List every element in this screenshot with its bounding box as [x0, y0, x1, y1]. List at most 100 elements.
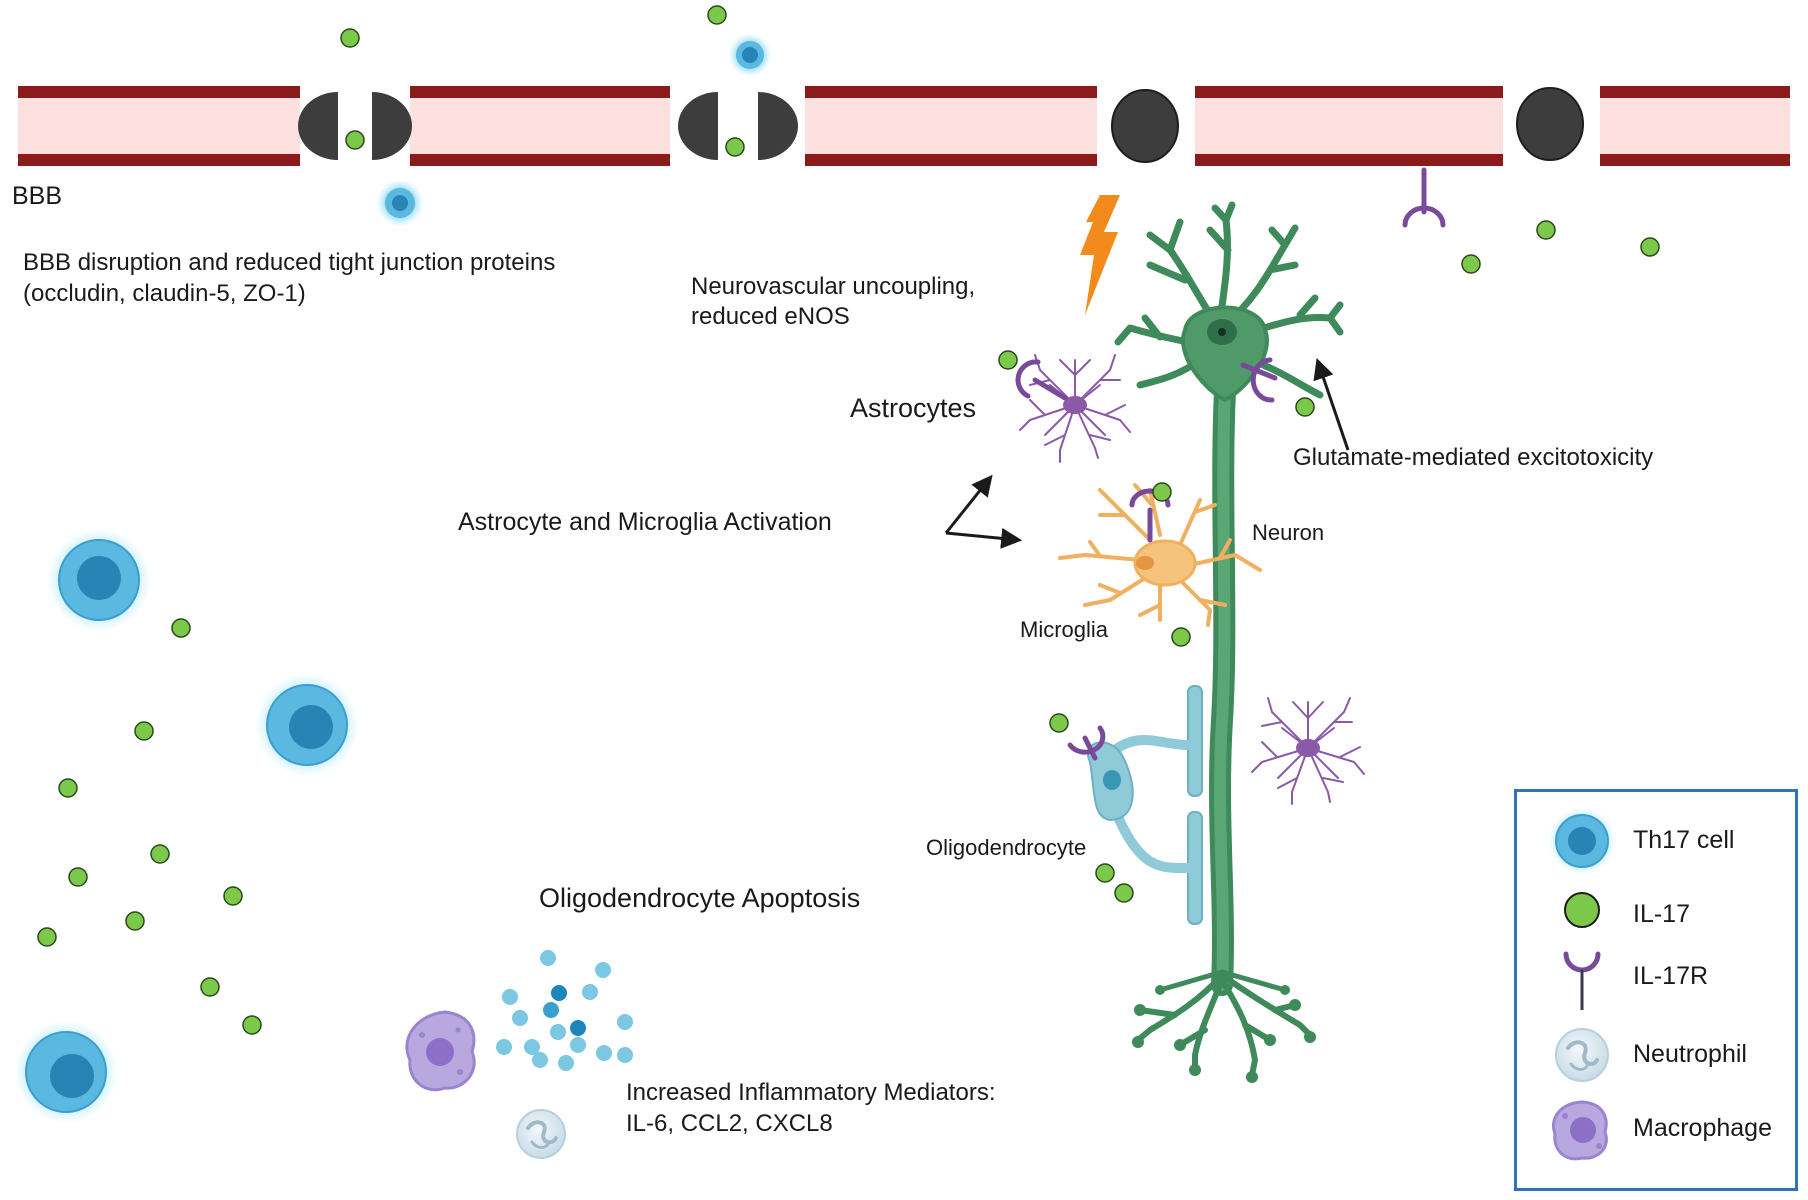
arrow-to-glutamate: [1313, 358, 1350, 451]
vessel-segment: [1600, 86, 1790, 166]
inflammatory-mediators-text: Increased Inflammatory Mediators:: [626, 1079, 996, 1106]
lightning-icon: [1080, 195, 1120, 315]
inflammatory-mediator-dot: [617, 1047, 633, 1063]
microglia-soma: [1133, 539, 1197, 587]
il17r-receptor-icon: [1015, 359, 1068, 401]
il17-dots: [37, 5, 1660, 1035]
inflammatory-mediator-dot: [543, 1002, 559, 1018]
intact-tight-junction-icon: [1111, 89, 1179, 163]
neutrophil-icon: [1555, 1028, 1609, 1082]
astrocyte-cell: [1019, 354, 1131, 463]
il17-dot: [340, 28, 360, 48]
vessel-segment: [805, 86, 1097, 166]
il17-dot: [1295, 397, 1315, 417]
legend-item-macrophage: Macrophage: [1517, 1094, 1795, 1164]
il17-dot: [68, 867, 88, 887]
neuron-label: Neuron: [1252, 520, 1325, 545]
il17-dot: [223, 886, 243, 906]
inflammatory-mediator-dot: [512, 1010, 528, 1026]
th17-cell-icon: [255, 673, 359, 777]
astrocyte-soma: [1063, 396, 1087, 414]
th17-cell-icon: [47, 528, 151, 632]
disrupted-tight-junction-icon: [372, 92, 412, 160]
inflammatory-mediator-dots: [496, 950, 633, 1071]
macrophage-icon: [405, 1010, 476, 1092]
inflammatory-mediator-dot: [558, 1055, 574, 1071]
legend-label: IL-17: [1633, 900, 1690, 928]
il17-dot: [707, 5, 727, 25]
astrocytes-label: Astrocytes: [850, 393, 977, 423]
il17-dot-icon: [1564, 892, 1600, 928]
inflammatory-mediator-dot: [524, 1039, 540, 1055]
inflammatory-mediators-text-2: IL-6, CCL2, CXCL8: [626, 1110, 833, 1137]
inflammatory-mediator-dot: [550, 1024, 566, 1040]
il17-dot: [725, 137, 745, 157]
il17-dot: [134, 721, 154, 741]
astrocyte-soma: [1296, 739, 1320, 757]
il17-dot: [1536, 220, 1556, 240]
legend-label: IL-17R: [1633, 962, 1709, 990]
vessel-segment: [410, 86, 670, 166]
intact-tight-junction-icon: [1516, 87, 1584, 161]
microglia-label: Microglia: [1020, 617, 1109, 642]
inflammatory-mediator-dot: [532, 1052, 548, 1068]
macrophage-icon: [1552, 1100, 1608, 1161]
il17-dot: [242, 1015, 262, 1035]
vessel-segment: [1195, 86, 1503, 166]
il17-dot: [1640, 237, 1660, 257]
inflammatory-mediator-dot: [617, 1014, 633, 1030]
il17-dot: [1049, 713, 1069, 733]
bbb-disruption-text-2: (occludin, claudin-5, ZO-1): [23, 280, 306, 307]
th17-cell-icon: [14, 1020, 118, 1124]
th17-cell-icon: [376, 179, 424, 227]
legend-item-il17r: IL-17R: [1517, 942, 1795, 1012]
bbb-disruption-text: BBB disruption and reduced tight junctio…: [23, 249, 556, 276]
disrupted-tight-junction-icon: [678, 92, 718, 160]
il17r-receptor-icon: [1067, 725, 1106, 761]
oligodendrocyte-label: Oligodendrocyte: [926, 835, 1087, 860]
legend-item-neutrophil: Neutrophil: [1517, 1020, 1795, 1090]
th17-cell-icon: [1548, 807, 1616, 875]
arrow-to-astrocytes: [944, 474, 993, 534]
inflammatory-mediator-dot: [540, 950, 556, 966]
il17-dot: [37, 927, 57, 947]
arrow-to-microglia: [945, 527, 1023, 549]
inflammatory-mediator-dot: [595, 962, 611, 978]
il17-dot: [998, 350, 1018, 370]
legend-label: Th17 cell: [1633, 826, 1735, 854]
legend-item-il17: IL-17: [1517, 880, 1795, 950]
il17-dot: [1461, 254, 1481, 274]
neuron-terminal-bulbs: [1132, 985, 1316, 1083]
neuron-soma: [1181, 305, 1269, 403]
legend-label: Neutrophil: [1633, 1040, 1747, 1068]
inflammatory-mediator-dot: [551, 985, 567, 1001]
inflammatory-mediator-dot: [570, 1020, 586, 1036]
il17r-receptor-icon: [1240, 357, 1278, 403]
il17-dot: [200, 977, 220, 997]
disrupted-tight-junction-icon: [298, 92, 338, 160]
glutamate-excitotoxicity-label: Glutamate-mediated excitotoxicity: [1293, 444, 1654, 471]
vessel-segment: [18, 86, 300, 166]
oligodendrocyte-apoptosis-label: Oligodendrocyte Apoptosis: [539, 883, 861, 913]
il17-dot: [345, 130, 365, 150]
legend-item-th17: Th17 cell: [1517, 806, 1795, 876]
inflammatory-mediator-dot: [570, 1037, 586, 1053]
inflammatory-mediator-dot: [582, 984, 598, 1000]
blood-vessel: [18, 86, 1790, 166]
il17-dot: [58, 778, 78, 798]
il17-dot: [125, 911, 145, 931]
il17-dot: [1114, 883, 1134, 903]
legend: Th17 cell IL-17 IL-17R Neutrophil Macrop…: [1514, 789, 1798, 1191]
bbb-label: BBB: [12, 182, 63, 210]
il17-dot: [1152, 482, 1172, 502]
neurovascular-uncoupling-text: Neurovascular uncoupling,: [691, 273, 976, 300]
th17-cell-icon: [728, 33, 772, 77]
il17r-receptor-icon: [1402, 167, 1446, 228]
disrupted-tight-junction-icon: [758, 92, 798, 160]
inflammatory-mediator-dot: [502, 989, 518, 1005]
neutrophil-icon: [516, 1109, 566, 1159]
il17-dot: [150, 844, 170, 864]
legend-label: Macrophage: [1633, 1114, 1772, 1142]
il17-dot: [171, 618, 191, 638]
il17-dot: [1171, 627, 1191, 647]
